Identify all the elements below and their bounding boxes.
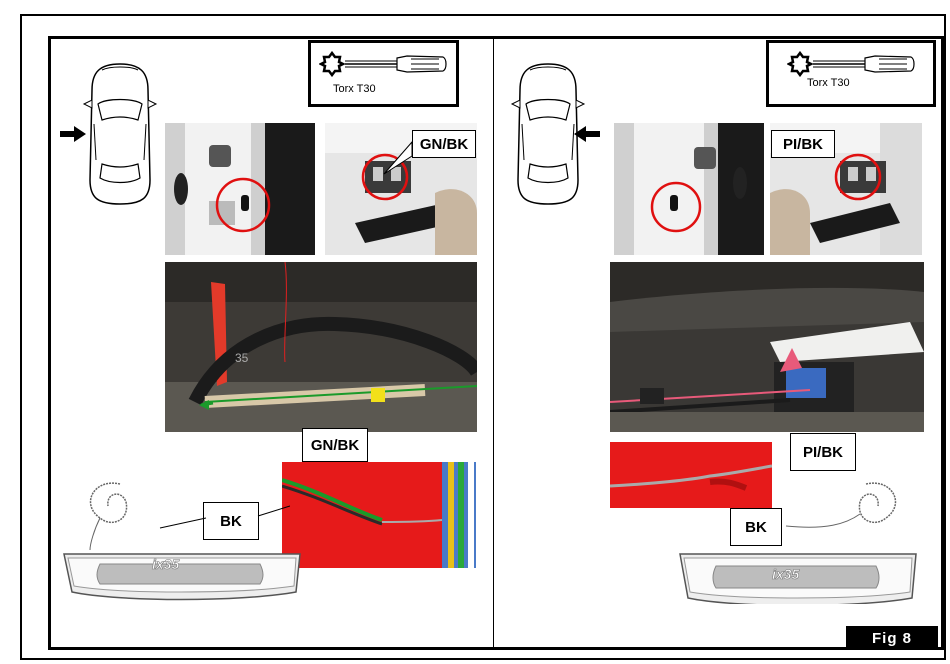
callout-pointer xyxy=(383,140,413,175)
tool-label: Torx T30 xyxy=(807,77,850,89)
outer-frame xyxy=(20,14,946,660)
sill-badge: ix35 xyxy=(772,566,800,583)
panel-divider xyxy=(493,38,494,648)
illuminated-sill-plate xyxy=(679,482,917,604)
illuminated-sill-plate xyxy=(63,482,301,601)
harness-photo: 35 xyxy=(165,262,477,432)
callout-connector-wire: GN/BK xyxy=(412,130,476,158)
door-pillar-photo xyxy=(614,123,764,255)
tool-label: Torx T30 xyxy=(333,83,376,95)
figure-label: Fig 8 xyxy=(846,626,938,650)
highlight-circle xyxy=(361,153,409,201)
door-pillar-photo xyxy=(165,123,315,255)
callout-ground-wire: BK xyxy=(203,502,259,540)
green-wire xyxy=(204,385,477,403)
splice-photo xyxy=(282,462,476,568)
torx-screwdriver-icon xyxy=(319,51,447,77)
torx-screwdriver-icon xyxy=(787,51,915,77)
tool-box: Torx T30 xyxy=(308,40,459,107)
callout-connector-wire: PI/BK xyxy=(771,130,835,158)
highlight-circle xyxy=(215,177,271,233)
car-top-view-icon xyxy=(510,63,586,205)
harness-photo xyxy=(610,262,924,432)
tool-box: Torx T30 xyxy=(766,40,936,107)
callout-pointer xyxy=(159,505,290,529)
inner-frame xyxy=(48,36,944,650)
car-top-view-icon xyxy=(82,63,158,205)
sill-badge: ix35 xyxy=(152,556,180,573)
arrow-left-icon xyxy=(574,126,600,142)
arrow-right-icon xyxy=(60,126,86,142)
callout-harness-wire: GN/BK xyxy=(302,428,368,462)
callout-ground-wire: BK xyxy=(730,508,782,546)
callout-harness-wire: PI/BK xyxy=(790,433,856,471)
splice-photo xyxy=(610,442,772,508)
svg-text:35: 35 xyxy=(235,351,249,365)
highlight-circle xyxy=(650,181,702,233)
highlight-circle xyxy=(834,153,882,201)
